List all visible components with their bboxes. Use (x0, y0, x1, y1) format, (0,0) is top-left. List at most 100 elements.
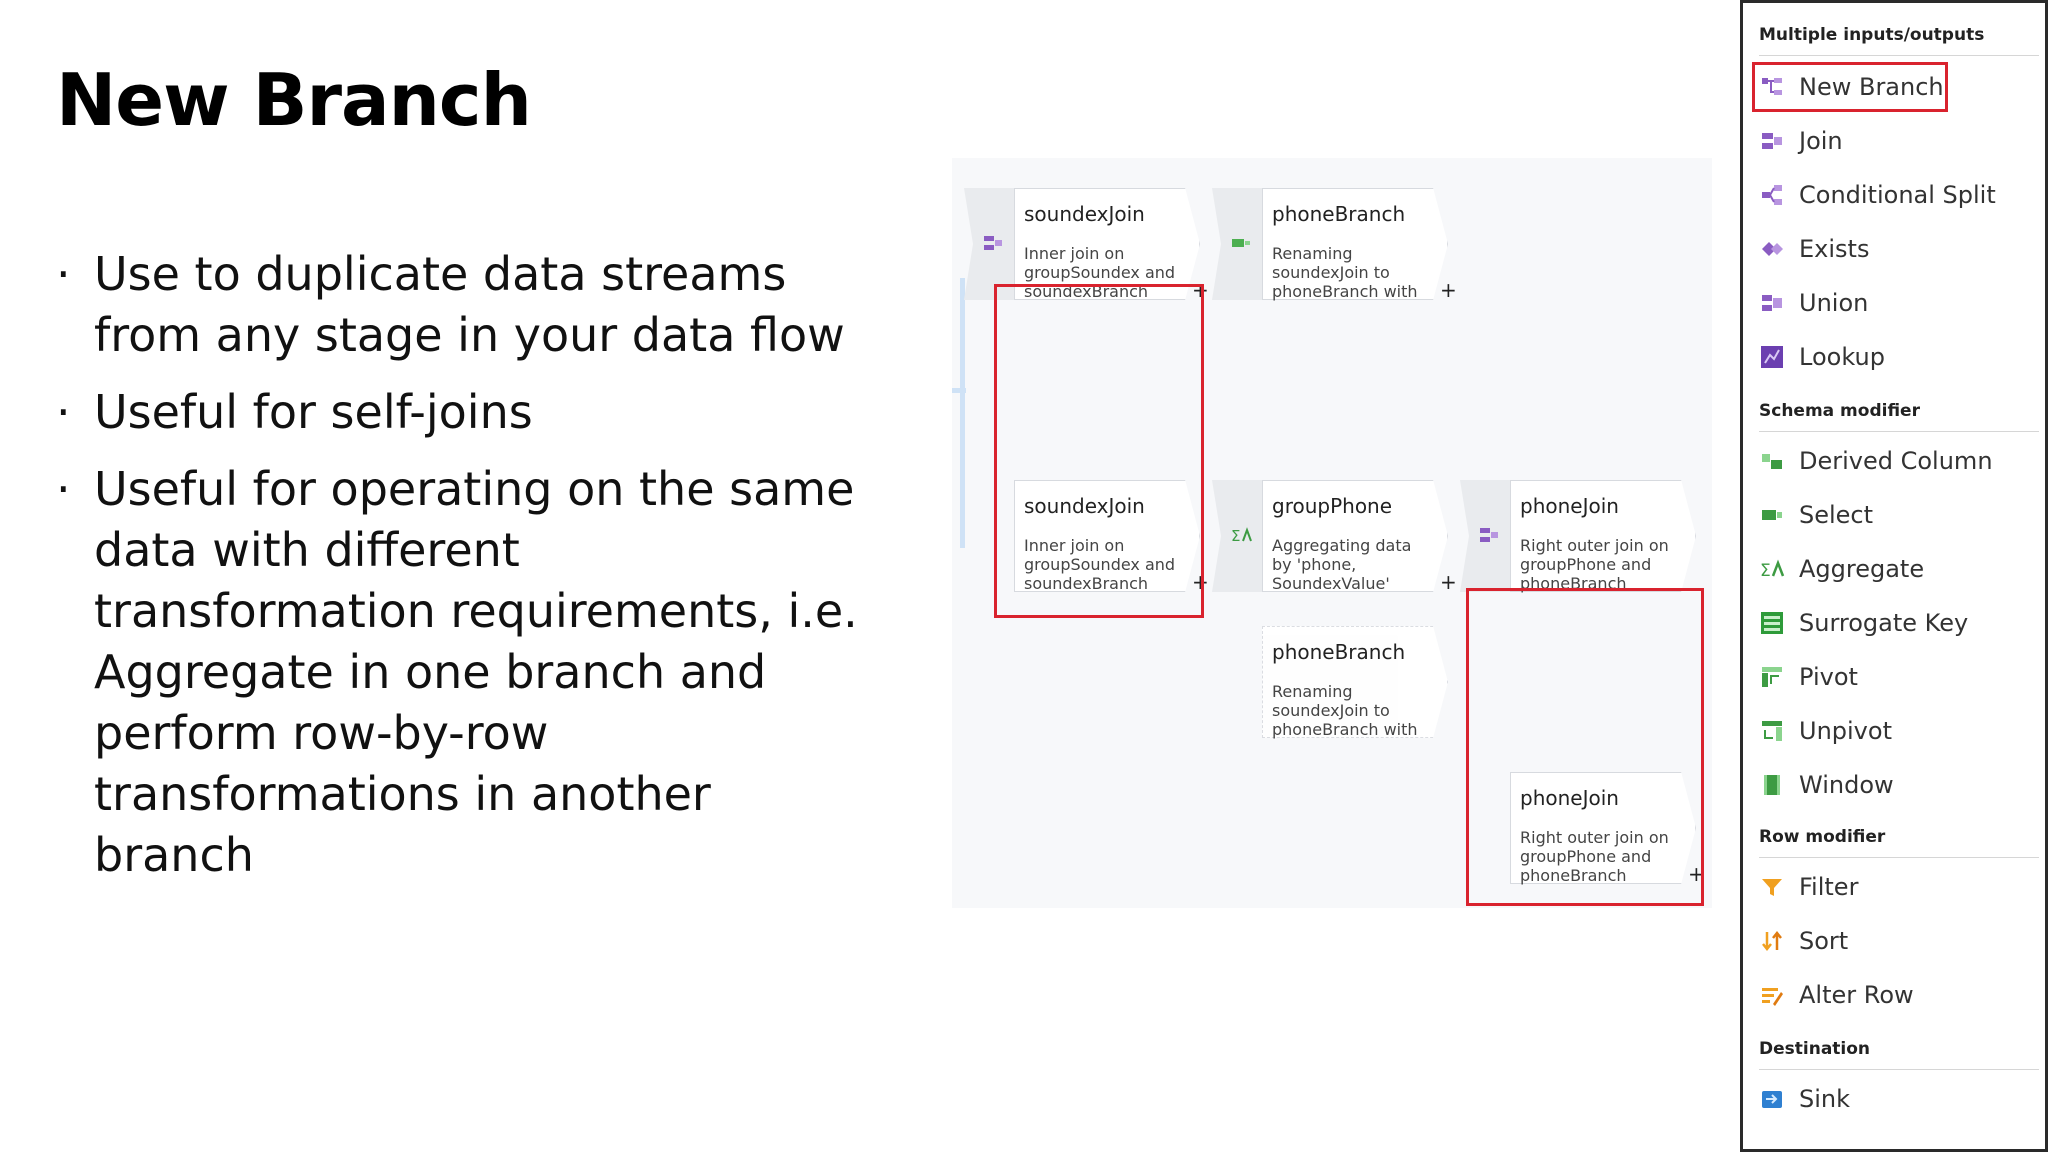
bullet-text: Useful for self-joins (94, 385, 533, 439)
divider (1759, 431, 2039, 432)
window-icon (1764, 775, 1780, 795)
panel-item-surrogate-key[interactable]: Surrogate Key (1759, 601, 2029, 645)
node-soundexjoin-1[interactable]: soundexJoin Inner join on groupSoundex a… (964, 188, 1209, 302)
data-flow-canvas[interactable]: soundexJoin Inner join on groupSoundex a… (952, 158, 1712, 908)
panel-item-label: Join (1799, 127, 1843, 155)
section-header: Multiple inputs/outputs (1759, 25, 1985, 45)
node-description: Renaming soundexJoin to phoneBranch with (1272, 244, 1418, 301)
panel-item-aggregate[interactable]: Σ Aggregate (1759, 547, 2029, 591)
exists-icon (1762, 242, 1783, 256)
node-description: Renaming soundexJoin to phoneBranch with (1272, 682, 1418, 739)
panel-item-unpivot[interactable]: Unpivot (1759, 709, 2029, 753)
bullet-dot: · (56, 247, 71, 301)
bullet-item: · Useful for operating on the same data … (56, 459, 876, 886)
derived-column-icon (1762, 454, 1782, 469)
pivot-icon (1762, 667, 1782, 687)
panel-item-label: Filter (1799, 873, 1859, 901)
node-phonebranch-2[interactable]: phoneBranch Renaming soundexJoin to phon… (1212, 626, 1452, 739)
panel-item-label: Unpivot (1799, 717, 1892, 745)
select-icon (1232, 239, 1250, 247)
svg-text:Σ: Σ (1231, 527, 1240, 545)
lookup-icon (1761, 346, 1783, 368)
panel-item-lookup[interactable]: Lookup (1759, 335, 2029, 379)
panel-item-join[interactable]: Join (1759, 119, 2029, 163)
panel-item-union[interactable]: Union (1759, 281, 2029, 325)
panel-item-sort[interactable]: Sort (1759, 919, 2029, 963)
bullet-dot: · (56, 385, 71, 439)
node-name: phoneJoin (1520, 494, 1619, 518)
add-transform-button[interactable]: + (1440, 570, 1457, 594)
node-name: phoneJoin (1520, 786, 1619, 810)
node-name: soundexJoin (1024, 494, 1145, 518)
slide-title: New Branch (56, 58, 532, 142)
connector-line (960, 278, 965, 548)
panel-item-label: Lookup (1799, 343, 1885, 371)
node-name: phoneBranch (1272, 202, 1406, 226)
node-description: Aggregating data by 'phone, SoundexValue… (1272, 536, 1412, 593)
panel-item-label: Sink (1799, 1085, 1851, 1113)
panel-item-label: Exists (1799, 235, 1870, 263)
divider (1759, 55, 2039, 56)
join-icon (1480, 528, 1498, 542)
divider (1759, 1069, 2039, 1070)
panel-item-label: Aggregate (1799, 555, 1925, 583)
panel-item-alter-row[interactable]: Alter Row (1759, 973, 2029, 1017)
node-phonejoin-2[interactable]: phoneJoin Right outer join on groupPhone… (1460, 772, 1705, 886)
node-name: soundexJoin (1024, 202, 1145, 226)
panel-item-filter[interactable]: Filter (1759, 865, 2029, 909)
panel-item-exists[interactable]: Exists (1759, 227, 2029, 271)
panel-item-pivot[interactable]: Pivot (1759, 655, 2029, 699)
panel-item-label: Window (1799, 771, 1894, 799)
panel-item-derived-column[interactable]: Derived Column (1759, 439, 2029, 483)
panel-item-label: New Branch (1799, 73, 1944, 101)
svg-text:Σ: Σ (1760, 561, 1771, 581)
join-icon (1762, 133, 1782, 149)
aggregate-icon: Σ (1760, 559, 1785, 581)
filter-icon (1762, 879, 1782, 896)
add-transform-button[interactable]: + (1192, 570, 1209, 594)
join-icon (984, 236, 1002, 250)
surrogate-key-icon (1761, 612, 1783, 634)
panel-item-label: Union (1799, 289, 1869, 317)
transformations-panel: Multiple inputs/outputs New Branch Join … (1740, 0, 2048, 1152)
bullet-dot: · (56, 462, 71, 516)
section-header: Destination (1759, 1039, 1871, 1059)
panel-item-sink[interactable]: Sink (1759, 1077, 2029, 1121)
bullet-text: Useful for operating on the same data wi… (94, 462, 858, 882)
union-icon (1762, 295, 1782, 311)
sink-icon (1762, 1091, 1782, 1108)
node-description: Right outer join on groupPhone and phone… (1520, 536, 1669, 593)
node-soundexjoin-2[interactable]: soundexJoin Inner join on groupSoundex a… (964, 480, 1209, 594)
node-phonebranch-1[interactable]: phoneBranch Renaming soundexJoin to phon… (1212, 188, 1457, 302)
panel-item-label: Pivot (1799, 663, 1858, 691)
bullet-list: · Use to duplicate data streams from any… (56, 244, 876, 902)
panel-item-new-branch[interactable]: New Branch (1752, 62, 1948, 112)
alter-row-icon (1762, 988, 1783, 1006)
node-description: Inner join on groupSoundex and soundexBr… (1024, 536, 1176, 593)
bullet-text: Use to duplicate data streams from any s… (94, 247, 845, 362)
panel-item-select[interactable]: Select (1759, 493, 2029, 537)
panel-item-label: Select (1799, 501, 1874, 529)
add-transform-button[interactable]: + (1440, 278, 1457, 302)
connector-line (952, 388, 966, 393)
divider (1759, 857, 2039, 858)
node-name: groupPhone (1272, 494, 1393, 518)
select-icon (1762, 510, 1782, 520)
panel-item-window[interactable]: Window (1759, 763, 2029, 807)
node-groupphone[interactable]: Σ groupPhone Aggregating data by 'phone,… (1212, 480, 1457, 594)
panel-item-label: Alter Row (1799, 981, 1914, 1009)
conditional-split-icon (1762, 185, 1782, 205)
section-header: Schema modifier (1759, 401, 1920, 421)
branch-highlight-box (994, 284, 1204, 618)
add-transform-button[interactable]: + (1688, 862, 1705, 886)
new-branch-icon (1762, 78, 1782, 95)
section-header: Row modifier (1759, 827, 1886, 847)
unpivot-icon (1762, 721, 1782, 741)
panel-item-label: Sort (1799, 927, 1849, 955)
panel-item-conditional-split[interactable]: Conditional Split (1759, 173, 2029, 217)
bullet-item: · Use to duplicate data streams from any… (56, 244, 876, 366)
node-phonejoin-1[interactable]: phoneJoin Right outer join on groupPhone… (1460, 480, 1700, 593)
sort-icon (1762, 930, 1782, 952)
aggregate-icon: Σ (1231, 527, 1252, 545)
branch-highlight-box (1466, 588, 1704, 906)
